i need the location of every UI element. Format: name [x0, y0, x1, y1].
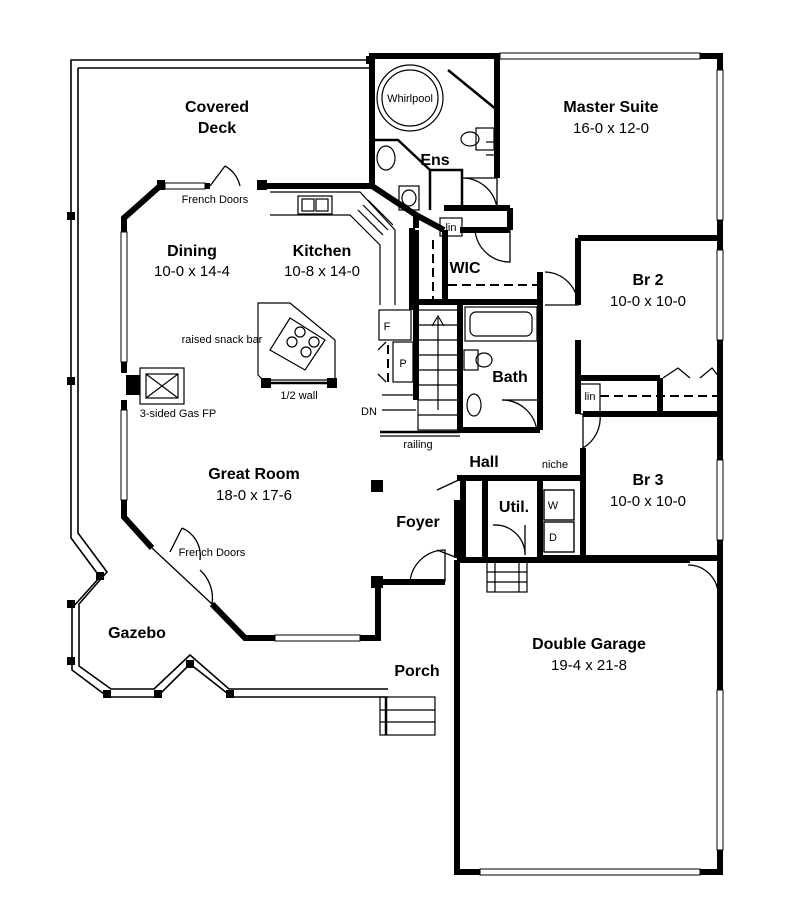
- wic-shelves: [432, 240, 538, 300]
- kitchen-size: 10-8 x 14-0: [284, 263, 360, 280]
- br3-label: Br 3: [632, 472, 663, 489]
- dining-size: 10-0 x 14-4: [154, 263, 230, 280]
- niche-label: niche: [542, 459, 568, 471]
- garage-steps: [486, 561, 528, 593]
- laundry: [543, 489, 575, 553]
- half-wall-label: 1/2 wall: [280, 390, 317, 402]
- down-label: DN: [361, 406, 377, 418]
- ensuite-fixtures: [376, 127, 497, 211]
- hall-label: Hall: [469, 454, 498, 471]
- great-room-label: Great Room: [208, 466, 300, 483]
- covered-deck-label-2: Deck: [198, 120, 236, 137]
- railing-label: railing: [403, 439, 432, 451]
- raised-snack-bar-label: raised snack bar: [182, 334, 263, 346]
- exterior-walls: [121, 53, 723, 875]
- porch-label: Porch: [394, 663, 439, 680]
- kitchen-label: Kitchen: [293, 243, 352, 260]
- column: [371, 480, 383, 492]
- windows: [120, 52, 724, 876]
- double-garage-label: Double Garage: [532, 636, 646, 653]
- util-label: Util.: [499, 499, 529, 516]
- porch-steps: [379, 696, 436, 736]
- gazebo-label: Gazebo: [108, 625, 166, 642]
- covered-deck-label-1: Covered: [185, 99, 249, 116]
- linen-closets: [439, 217, 718, 415]
- whirlpool-label: Whirlpool: [387, 93, 433, 105]
- pantry-label: P: [399, 358, 406, 370]
- kitchen-island: [257, 302, 337, 388]
- linen-top-label: lin: [445, 222, 456, 234]
- dining-label: Dining: [167, 243, 217, 260]
- door-swings: [151, 165, 721, 605]
- linen-bottom-label: lin: [584, 391, 595, 403]
- annotation-labels: French Doors French Doors raised snack b…: [140, 194, 596, 559]
- whirlpool-tub: [376, 64, 444, 132]
- ensuite-label: Ens: [420, 152, 449, 169]
- bath-fixtures: [463, 306, 538, 417]
- fridge-label: F: [384, 321, 391, 333]
- room-labels: Covered Deck Whirlpool Ens Master Suite …: [108, 93, 686, 680]
- staircase: [382, 309, 459, 431]
- deck-post-2: [157, 180, 165, 190]
- dryer-label: D: [549, 532, 557, 544]
- deck-railing: [67, 56, 388, 698]
- interior-walls: [374, 69, 663, 585]
- br2-label: Br 2: [632, 272, 663, 289]
- br2-size: 10-0 x 10-0: [610, 293, 686, 310]
- fireplace: [126, 367, 185, 405]
- master-suite-label: Master Suite: [563, 99, 658, 116]
- master-suite-size: 16-0 x 12-0: [573, 120, 649, 137]
- kitchen-counter: [270, 191, 396, 305]
- br3-size: 10-0 x 10-0: [610, 493, 686, 510]
- porch-post: [371, 576, 383, 588]
- double-garage-size: 19-4 x 21-8: [551, 657, 627, 674]
- french-doors-top-label: French Doors: [182, 194, 249, 206]
- wic-label: WIC: [449, 260, 481, 277]
- fridge-pantry: [378, 309, 414, 385]
- bath-label: Bath: [492, 369, 528, 386]
- great-room-size: 18-0 x 17-6: [216, 487, 292, 504]
- french-doors-bottom-label: French Doors: [179, 547, 246, 559]
- gas-fp-label: 3-sided Gas FP: [140, 408, 216, 420]
- deck-post: [257, 180, 267, 190]
- washer-label: W: [548, 500, 559, 512]
- foyer-label: Foyer: [396, 514, 440, 531]
